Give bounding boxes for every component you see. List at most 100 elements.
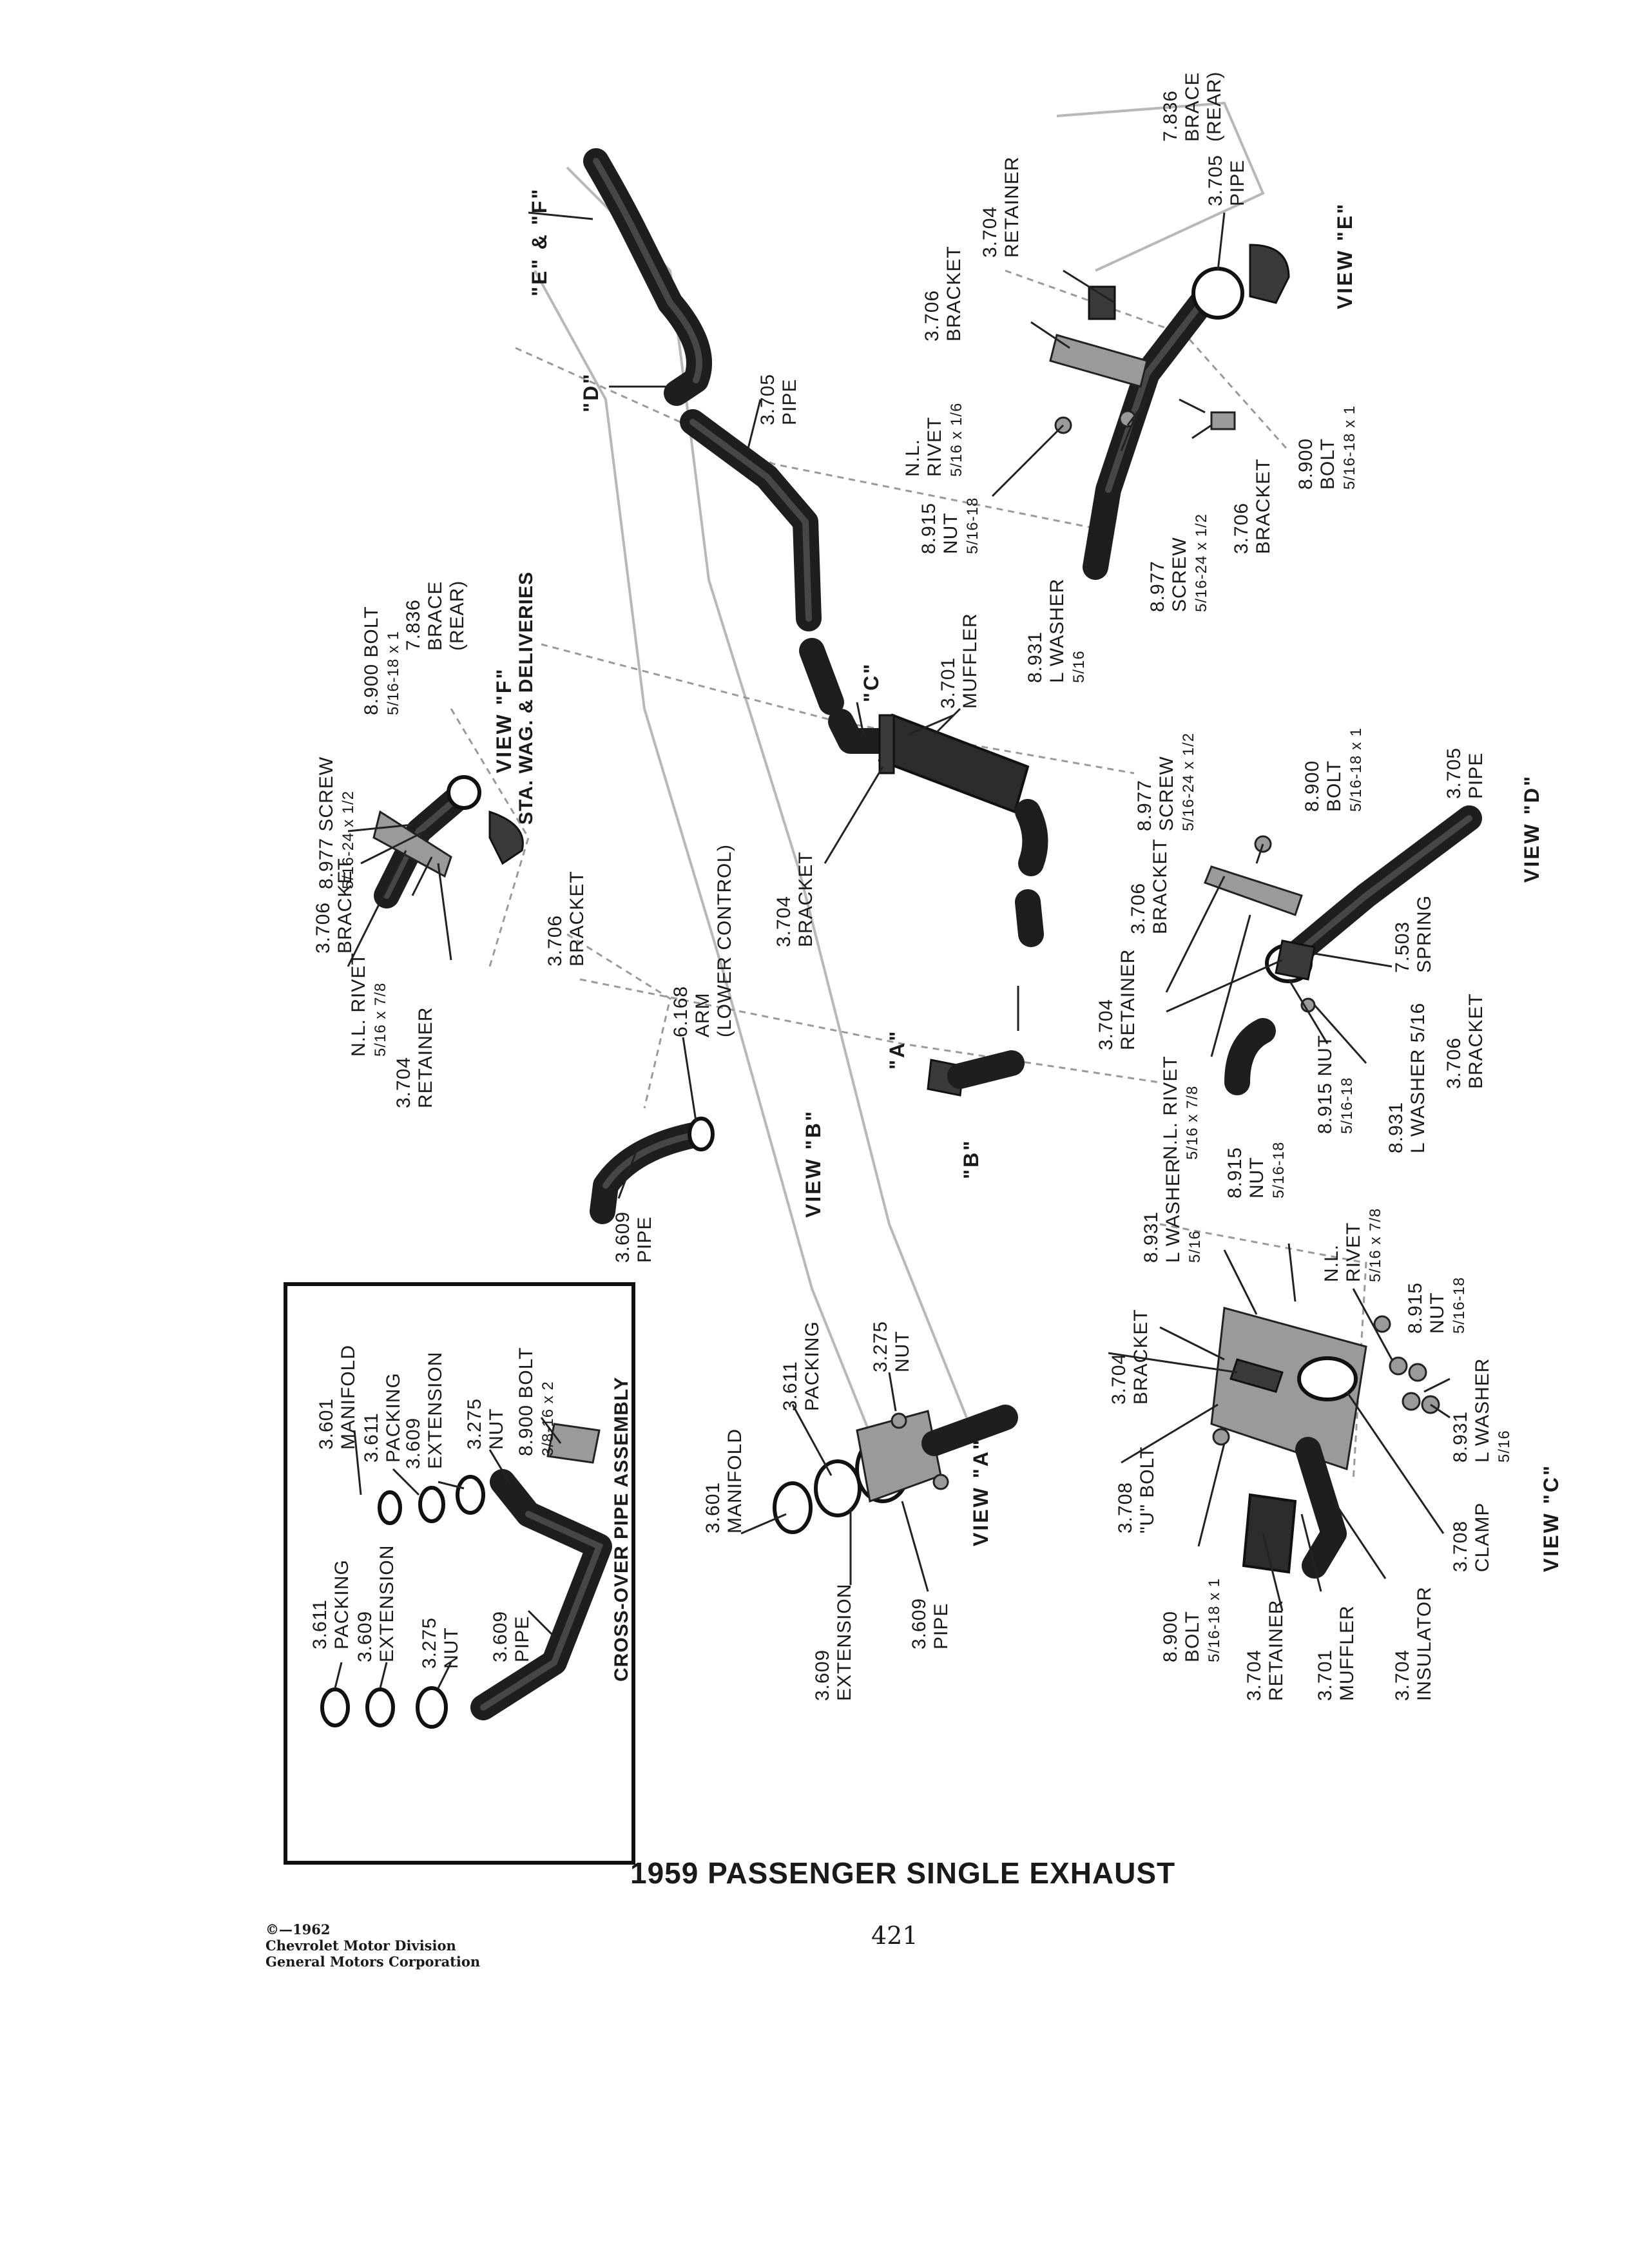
- label-line: 8.900: [1160, 1610, 1181, 1662]
- label-line: NUT: [441, 1627, 462, 1669]
- label-line: 3.705: [1205, 154, 1226, 206]
- label-line: (REAR): [447, 580, 468, 651]
- label-line: VIEW "C": [1539, 1463, 1563, 1572]
- label-line: 5/16 x 7/8: [372, 982, 389, 1057]
- label-line: SCREW: [1169, 537, 1190, 612]
- label-line: 3/8-16 x 2: [539, 1381, 557, 1456]
- label-line: 3.611: [309, 1599, 331, 1649]
- label-line: BRACKET: [1253, 458, 1274, 554]
- label-line: 8.900: [1302, 760, 1323, 812]
- label-line: 7.836: [1160, 90, 1181, 142]
- label-line: 5/16-18 x 1: [1206, 1577, 1223, 1662]
- label-line: RETAINER: [1001, 156, 1023, 258]
- label-line: 3.706: [1128, 882, 1149, 934]
- label-line: 3.705: [757, 373, 778, 425]
- page-title: 1959 PASSENGER SINGLE EXHAUST: [630, 1856, 1176, 1890]
- label-line: 3.701: [938, 657, 959, 709]
- label-line: 3.706: [313, 901, 334, 954]
- label-line: PACKING: [802, 1321, 823, 1411]
- label-line: N.L. RIVET: [348, 952, 369, 1057]
- label-line: VIEW "B": [802, 1109, 825, 1218]
- view-a-flange: [927, 1050, 1025, 1097]
- label-line: PIPE: [1465, 752, 1487, 799]
- label-line: L WASHER: [1472, 1358, 1493, 1463]
- label-line: 3.704: [1392, 1649, 1413, 1701]
- view-d-assembly: [1204, 805, 1482, 1095]
- label-ubolt-3708: 3.708"U" BOLT: [1115, 1446, 1159, 1533]
- label-line: VIEW "F": [492, 667, 516, 773]
- label-line: 3.705: [1443, 747, 1465, 799]
- label-line: 8.977: [1134, 779, 1155, 831]
- label-line: SPRING: [1414, 894, 1435, 973]
- label-line: 5/16 x 7/8: [1367, 1207, 1384, 1282]
- label-line: (LOWER CONTROL): [714, 844, 735, 1037]
- label-line: 5/16-24 x 1/2: [1193, 513, 1210, 612]
- label-line: 3.704: [1108, 1352, 1130, 1405]
- label-line: EXTENSION: [834, 1583, 855, 1701]
- label-line: "A": [885, 1029, 909, 1070]
- label-line: 3.704: [393, 1056, 414, 1108]
- label-line: EXTENSION: [425, 1351, 446, 1469]
- label-line: PIPE: [779, 378, 800, 425]
- label-line: 8.931: [1450, 1410, 1471, 1463]
- label-line: 8.900 BOLT: [516, 1347, 537, 1456]
- label-line: 3.704: [773, 895, 795, 947]
- label-line: BRACKET: [795, 851, 816, 947]
- copyright-block: ©—1962 Chevrolet Motor Division General …: [265, 1921, 480, 1970]
- label-line: 8.900 BOLT: [361, 606, 382, 715]
- view-b-title: VIEW "B": [802, 1109, 825, 1218]
- label-line: STA. WAG. & DELIVERIES: [516, 571, 537, 825]
- main-tail-pipe: [583, 148, 902, 754]
- label-line: NUT: [940, 512, 961, 554]
- callout-d: "D": [579, 372, 602, 412]
- label-line: SCREW: [1156, 756, 1177, 831]
- label-line: NUT: [1246, 1157, 1268, 1198]
- label-line: CROSS-OVER PIPE ASSEMBLY: [611, 1376, 632, 1682]
- label-line: 3.609: [909, 1597, 930, 1649]
- label-line: 3.601: [702, 1481, 724, 1533]
- label-line: 8.931: [1141, 1211, 1162, 1263]
- label-line: 8.977: [1147, 560, 1168, 612]
- label-line: 8.931: [1385, 1101, 1407, 1153]
- label-line: N.L. RIVET: [1160, 1055, 1181, 1160]
- label-line: 3.704: [1095, 998, 1117, 1050]
- label-line: MUFFLER: [1336, 1605, 1358, 1701]
- label-line: 6.168: [670, 985, 691, 1037]
- copyright-line: General Motors Corporation: [265, 1954, 481, 1970]
- label-line: BRACKET: [1465, 993, 1487, 1089]
- label-line: RETAINER: [1117, 948, 1139, 1050]
- view-f-assembly: [372, 775, 524, 908]
- label-line: 8.900: [1295, 437, 1316, 490]
- label-line: 3.611: [361, 1412, 382, 1463]
- label-line: 3.706: [1231, 502, 1252, 554]
- label-line: 3.609: [354, 1610, 376, 1662]
- label-line: "D": [579, 372, 602, 412]
- page-number: 421: [871, 1921, 918, 1950]
- view-c-assembly: [1210, 1307, 1440, 1579]
